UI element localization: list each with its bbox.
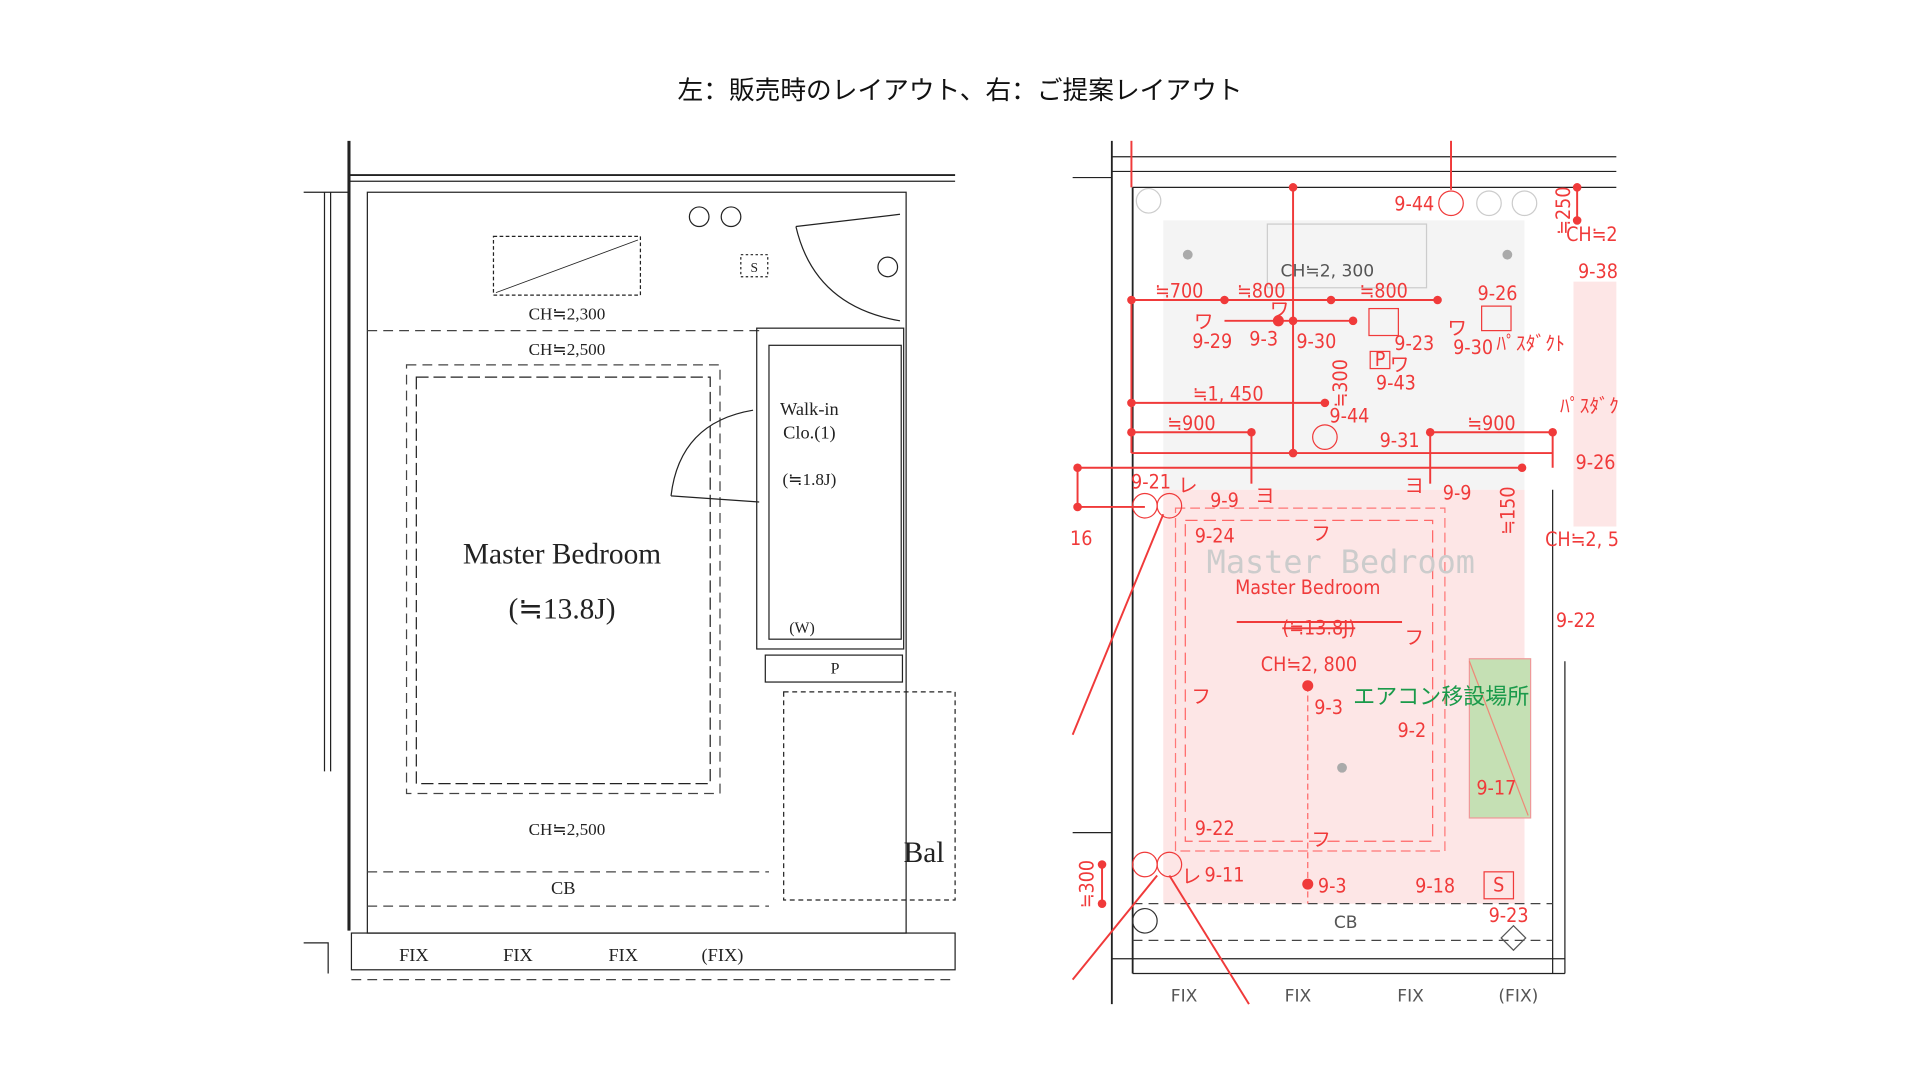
circuit-label: 9-43 bbox=[1376, 371, 1416, 394]
wiring-lines bbox=[1071, 140, 1582, 1005]
circuit-label: ≒700 bbox=[1155, 280, 1203, 303]
fix-label: FIX bbox=[608, 945, 638, 965]
circuit-label: 9-9 bbox=[1443, 482, 1472, 505]
outlet-mark: フ bbox=[1311, 828, 1331, 851]
outlet-mark: レ bbox=[1178, 474, 1198, 497]
s-mark: S bbox=[751, 260, 758, 275]
room-name: Master Bedroom bbox=[463, 538, 661, 570]
outlet-mark: ヨ bbox=[1255, 484, 1275, 507]
circuit-label: 9-18 bbox=[1415, 875, 1455, 898]
circuit-label: ﾊﾟｽﾀﾞｸ bbox=[1560, 395, 1619, 418]
circuit-label: ≒800 bbox=[1359, 280, 1407, 303]
dimension-labels: ≒250 ≒300 ≒150 ≒300 bbox=[1075, 186, 1574, 908]
circuit-label: 9-44 bbox=[1329, 404, 1369, 427]
circuit-label: ≒900 bbox=[1467, 412, 1515, 435]
closet-size: (≒1.8J) bbox=[782, 470, 836, 489]
aircon-relocation-area bbox=[1468, 658, 1532, 819]
aircon-relocation-note: エアコン移設場所 bbox=[1353, 685, 1529, 710]
old-room-name-ghost: Master Bedroom bbox=[1207, 543, 1475, 581]
ceiling-height-2500-bottom: CH≒2,500 bbox=[529, 820, 606, 839]
circuit-label: ≒1, 450 bbox=[1193, 382, 1264, 405]
circuit-label: 9-30 bbox=[1453, 336, 1493, 359]
circuit-label: CH≒2 bbox=[1566, 223, 1618, 246]
vertical-dimension: ≒300 bbox=[1075, 860, 1098, 908]
page-title: 左：販売時のレイアウト、右：ご提案レイアウト bbox=[678, 76, 1243, 106]
circuit-label: 9-17 bbox=[1476, 777, 1516, 800]
fix-label: FIX bbox=[1285, 987, 1312, 1007]
cb-label: CB bbox=[551, 878, 576, 898]
vertical-dimension: ≒150 bbox=[1497, 486, 1520, 534]
fix-label: FIX bbox=[503, 945, 533, 965]
p-mark: P bbox=[1375, 348, 1386, 371]
outlet-mark: フ bbox=[1191, 685, 1211, 708]
circuit-label: 9-11 bbox=[1204, 864, 1244, 887]
vertical-dimension: ≒250 bbox=[1552, 186, 1575, 234]
circuit-label: 9-44 bbox=[1394, 193, 1434, 216]
vertical-dimension: ≒300 bbox=[1329, 359, 1352, 407]
circuit-label: 9-9 bbox=[1210, 489, 1239, 512]
ceiling-height-2800: CH≒2, 800 bbox=[1261, 653, 1357, 676]
circuit-label: ≒900 bbox=[1167, 412, 1215, 435]
right-floor-plan: S P bbox=[1070, 140, 1619, 1007]
circuit-label: 9-26 bbox=[1478, 282, 1518, 305]
cb-label: CB bbox=[1334, 913, 1358, 933]
circuit-label: 9-22 bbox=[1556, 609, 1596, 632]
circuit-labels: 9-44≒700≒800≒8009-269-299-39-309-239-30ﾊ… bbox=[1070, 193, 1619, 927]
room-size: (≒13.8J) bbox=[509, 593, 616, 625]
circuit-label: 9-26 bbox=[1576, 451, 1616, 474]
circuit-label: 9-23 bbox=[1394, 332, 1434, 355]
balcony-label: Bal bbox=[904, 837, 945, 869]
fix-label: (FIX) bbox=[1498, 987, 1538, 1007]
outlet-mark: ヨ bbox=[1404, 474, 1424, 497]
circuit-label: 9-38 bbox=[1578, 260, 1618, 283]
circuit-label: 9-24 bbox=[1195, 524, 1235, 547]
s-mark: S bbox=[1493, 873, 1504, 896]
ceiling-height-2300: CH≒2,300 bbox=[529, 305, 606, 324]
fix-label: (FIX) bbox=[702, 945, 744, 966]
room-name: Master Bedroom bbox=[1235, 576, 1380, 599]
outlet-mark: ワ bbox=[1390, 353, 1410, 376]
circuit-label: 9-29 bbox=[1192, 330, 1232, 353]
circuit-label: CH≒2, 5 bbox=[1545, 528, 1619, 551]
outlet-mark: ワ bbox=[1270, 298, 1290, 321]
circuit-label: 9-31 bbox=[1380, 429, 1420, 452]
circuit-label: ﾊﾟｽﾀﾞｸﾄ bbox=[1496, 332, 1565, 355]
ceiling-height-2500-top: CH≒2,500 bbox=[529, 340, 606, 359]
outlet-mark: ワ bbox=[1194, 310, 1214, 333]
closet-label: Walk-in bbox=[780, 399, 839, 419]
closet-w: (W) bbox=[789, 620, 815, 637]
circuit-label: 9-3 bbox=[1249, 327, 1278, 350]
circuit-label: 9-30 bbox=[1296, 330, 1336, 353]
outlet-marks: ワワワワヨヨレレフフフフ bbox=[1178, 298, 1467, 888]
closet-label-2: Clo.(1) bbox=[783, 422, 836, 443]
circuit-label: 9-23 bbox=[1489, 904, 1529, 927]
p-label: P bbox=[831, 660, 840, 677]
circuit-label: 9-22 bbox=[1195, 817, 1235, 840]
outlet-mark: レ bbox=[1182, 865, 1202, 888]
circuit-label: 9-3 bbox=[1318, 875, 1347, 898]
circuit-label: 9-21 bbox=[1131, 471, 1171, 494]
outlet-mark: ワ bbox=[1447, 316, 1467, 339]
fix-label: FIX bbox=[399, 945, 429, 965]
circuit-label: 9-3 bbox=[1314, 696, 1343, 719]
fix-label: FIX bbox=[1397, 987, 1424, 1007]
old-room-size: (≒13.8J) bbox=[1282, 616, 1355, 639]
circuit-label: 16 bbox=[1070, 527, 1092, 550]
fix-label: FIX bbox=[1171, 987, 1198, 1007]
circuit-label: ≒800 bbox=[1237, 280, 1285, 303]
outlet-mark: フ bbox=[1311, 522, 1331, 545]
outlet-mark: フ bbox=[1404, 626, 1424, 649]
left-floor-plan: S CH≒2,300 CH≒2,500 Master Bedroom (≒13.… bbox=[303, 140, 956, 981]
circuit-label: 9-2 bbox=[1397, 719, 1426, 742]
ceiling-height-2300: CH≒2, 300 bbox=[1281, 262, 1375, 282]
